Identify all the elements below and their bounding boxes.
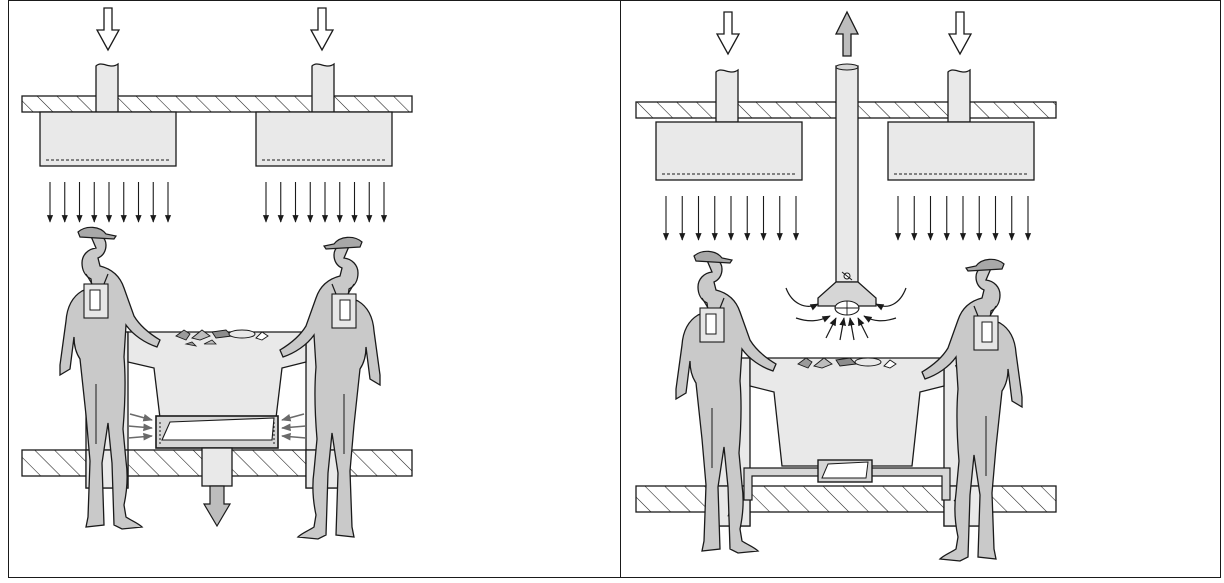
- downflow-arrows: [898, 196, 1028, 240]
- supply-air-arrow: [311, 8, 333, 50]
- ceiling-slab: [22, 96, 412, 112]
- left-panel: [22, 8, 412, 539]
- supply-pipe: [716, 70, 738, 122]
- downflow-arrows: [266, 182, 384, 222]
- right-panel: [636, 12, 1056, 561]
- supply-air-arrow: [717, 12, 739, 54]
- air-diffuser: [888, 122, 1034, 180]
- supply-pipe: [312, 64, 334, 112]
- supply-pipe: [948, 70, 970, 122]
- downflow-arrows: [666, 196, 796, 240]
- supply-air-arrow: [949, 12, 971, 54]
- intake-arrows-right: [282, 414, 306, 438]
- worker: [280, 237, 380, 539]
- exhaust-air-arrow: [836, 12, 858, 56]
- exhaust-duct: [202, 448, 232, 486]
- air-diffuser: [656, 122, 802, 180]
- supply-air-arrow: [97, 8, 119, 50]
- air-diffuser: [40, 112, 176, 166]
- hood-duct: [836, 66, 858, 282]
- intake-arrows-left: [128, 414, 152, 438]
- downflow-arrows: [50, 182, 168, 222]
- fan-icon: [835, 301, 859, 315]
- supply-pipe: [96, 64, 118, 112]
- exhaust-air-arrow: [204, 486, 230, 526]
- air-diffuser: [256, 112, 392, 166]
- worktable: [750, 358, 944, 466]
